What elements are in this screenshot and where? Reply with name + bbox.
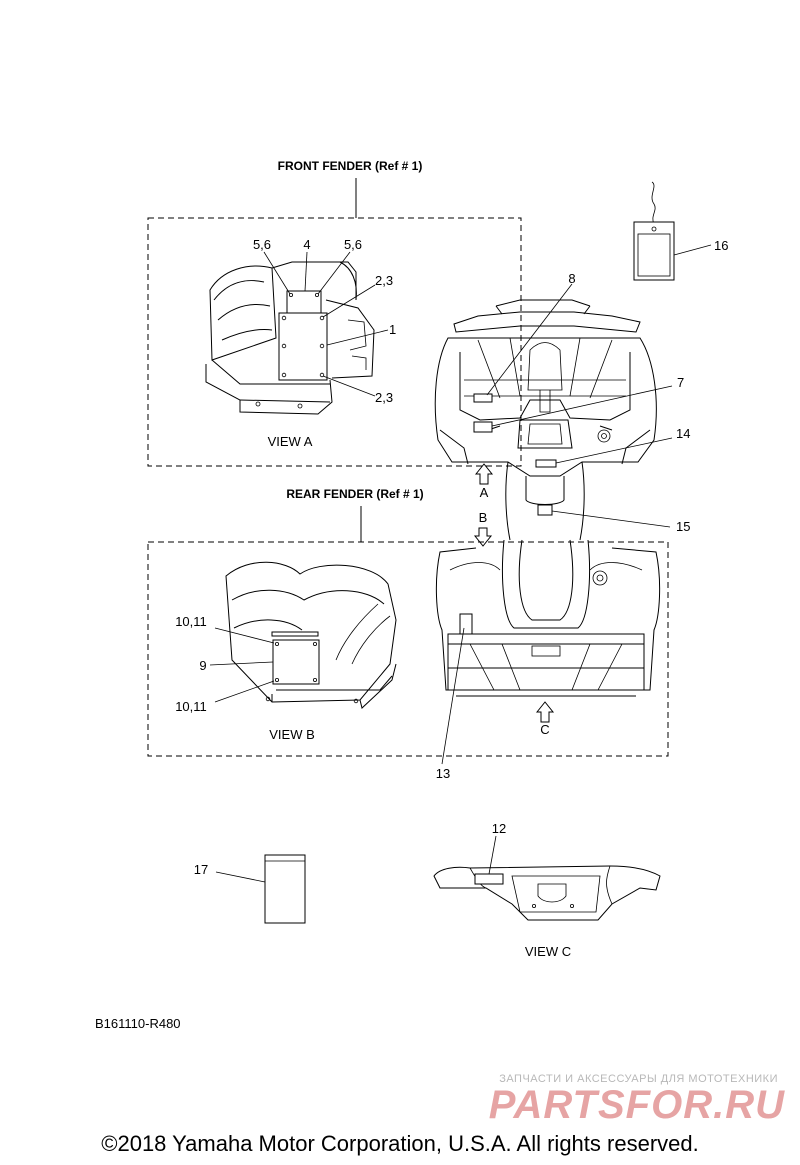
callout-2-3-bottom: 2,3	[375, 390, 393, 405]
view-a-label: VIEW A	[268, 434, 313, 449]
label-15	[537, 504, 553, 516]
callout-1: 1	[389, 322, 396, 337]
callout-5-6-right: 5,6	[344, 237, 362, 252]
label-13	[459, 613, 473, 635]
callout-5-6-left: 5,6	[253, 237, 271, 252]
watermark-brand: PARTSFOR.RU	[489, 1083, 785, 1127]
label-plate-9	[272, 639, 320, 685]
callout-14: 14	[676, 426, 690, 441]
arrow-b-label: B	[479, 510, 488, 525]
front-fender-drawing	[205, 261, 375, 415]
arrow-a-label: A	[480, 485, 489, 500]
rear-fender-section: REAR FENDER (Ref # 1) 10,11 9 10,11 VIEW	[147, 487, 669, 757]
callout-12: 12	[492, 821, 506, 836]
callout-2-3-top: 2,3	[375, 273, 393, 288]
front-fender-box	[147, 217, 522, 467]
copyright-text: ©2018 Yamaha Motor Corporation, U.S.A. A…	[101, 1131, 698, 1156]
hang-tag-icon	[633, 221, 675, 281]
callout-13: 13	[436, 766, 450, 781]
front-fender-section: FRONT FENDER (Ref # 1)	[147, 159, 522, 467]
label-plate-top	[271, 631, 319, 637]
front-fender-title: FRONT FENDER (Ref # 1)	[278, 159, 423, 173]
callout-16: 16	[714, 238, 728, 253]
hang-tag-16: 16	[633, 181, 728, 281]
callout-9: 9	[199, 658, 206, 673]
rear-fender-box	[147, 541, 669, 757]
callout-4: 4	[303, 237, 310, 252]
view-c-label: VIEW C	[525, 944, 571, 959]
callout-7: 7	[677, 375, 684, 390]
rear-fender-title: REAR FENDER (Ref # 1)	[286, 487, 423, 501]
label-8	[473, 393, 493, 403]
rear-fender-drawing	[225, 561, 397, 709]
callout-17: 17	[194, 862, 208, 877]
callout-15: 15	[676, 519, 690, 534]
drawing-code: B161110-R480	[95, 1016, 181, 1031]
card-icon	[264, 854, 306, 924]
label-7	[473, 421, 493, 433]
view-b-label: VIEW B	[269, 727, 315, 742]
watermark: ЗАПЧАСТИ И АКСЕССУАРЫ ДЛЯ МОТОТЕХНИКИ PA…	[489, 1073, 785, 1127]
callout-8: 8	[568, 271, 575, 286]
callout-10-11-top: 10,11	[175, 614, 207, 629]
label-12	[474, 873, 504, 885]
label-plate-1	[278, 312, 328, 381]
label-14	[535, 459, 557, 468]
arrow-b-icon	[473, 527, 493, 547]
view-c-section: 12 VIEW C	[433, 821, 661, 959]
watermark-tagline: ЗАПЧАСТИ И АКСЕССУАРЫ ДЛЯ МОТОТЕХНИКИ	[499, 1073, 778, 1085]
arrow-c-icon	[535, 701, 555, 723]
arrow-a-icon	[474, 463, 494, 485]
card-17: 17	[194, 854, 306, 924]
atv-top-view: A B C 8 7 14 15 13	[434, 271, 690, 781]
arrow-c-label: C	[540, 722, 549, 737]
callout-10-11-bottom: 10,11	[175, 699, 207, 714]
